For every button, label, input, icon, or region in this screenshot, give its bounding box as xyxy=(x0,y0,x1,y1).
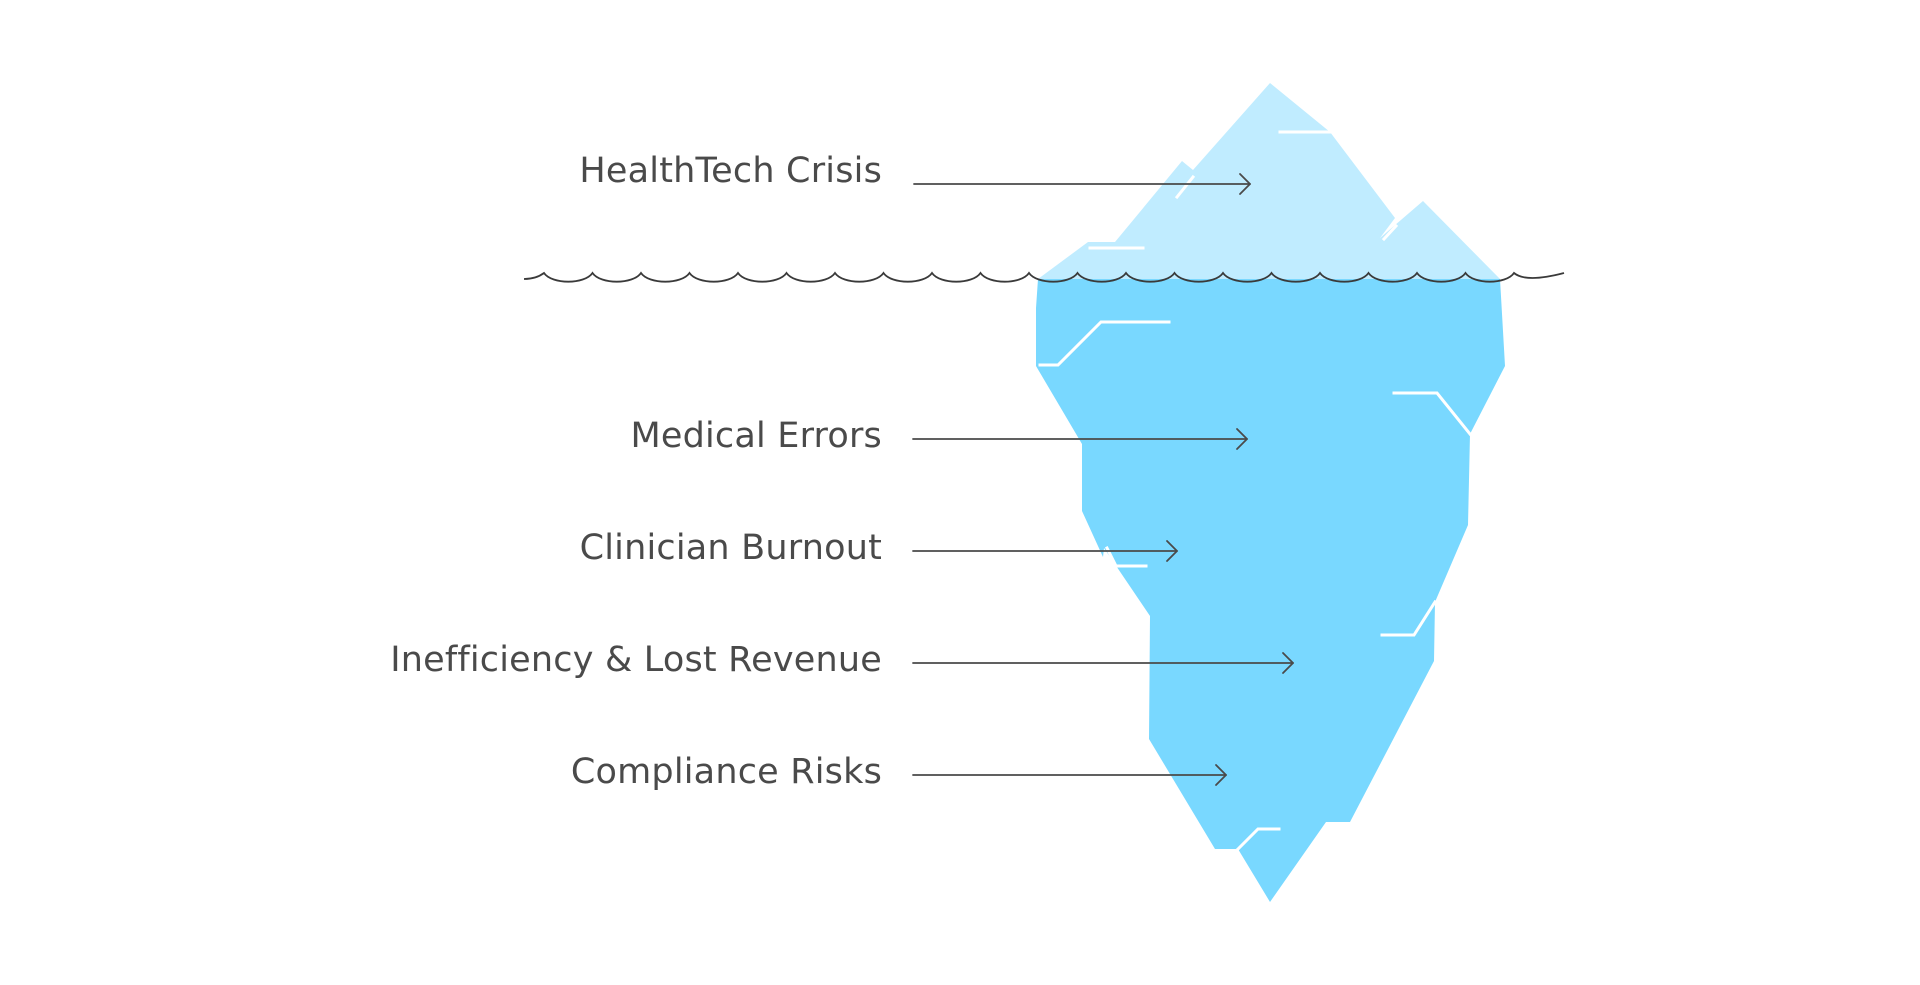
iceberg-crack-lines xyxy=(1038,130,1473,852)
crack-line xyxy=(1392,391,1473,437)
crack-line xyxy=(1381,223,1399,242)
label-clinician-burnout: Clinician Burnout xyxy=(579,528,882,568)
crack-line xyxy=(1174,174,1196,200)
crack-line xyxy=(1235,827,1281,852)
crack-line xyxy=(1380,599,1438,637)
label-inefficiency-lost-revenue: Inefficiency & Lost Revenue xyxy=(390,640,882,680)
arrow-healthtech-crisis xyxy=(913,173,1251,195)
arrow-compliance-risks xyxy=(912,764,1227,786)
arrows xyxy=(912,173,1294,786)
label-medical-errors: Medical Errors xyxy=(630,416,882,456)
arrow-clinician-burnout xyxy=(912,540,1178,562)
water-line xyxy=(523,271,1565,283)
crack-line xyxy=(1038,320,1171,367)
arrow-medical-errors xyxy=(912,428,1248,450)
label-healthtech-crisis: HealthTech Crisis xyxy=(579,151,882,191)
arrow-inefficiency-lost-revenue xyxy=(912,652,1294,674)
label-compliance-risks: Compliance Risks xyxy=(570,752,882,792)
crack-line xyxy=(1104,545,1148,568)
iceberg-submerged xyxy=(1036,279,1505,902)
iceberg-tip xyxy=(1038,83,1500,279)
